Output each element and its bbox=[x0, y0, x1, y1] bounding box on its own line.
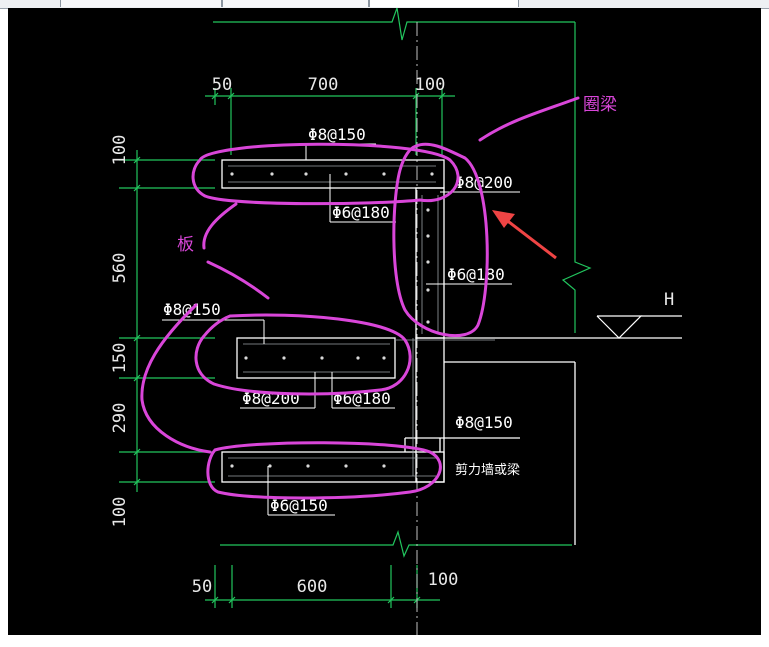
dim-bottom-600: 600 bbox=[297, 577, 328, 597]
label-leaders bbox=[162, 143, 520, 516]
elevation-marker bbox=[596, 315, 682, 339]
concrete-outline bbox=[221, 159, 682, 545]
tab-drawing-2[interactable] bbox=[222, 0, 369, 7]
dim-left-560: 560 bbox=[110, 253, 130, 284]
dim-top-100: 100 bbox=[415, 75, 446, 95]
markup-circles bbox=[140, 96, 580, 500]
label-wall-inner-bar: Φ6@180 bbox=[447, 265, 505, 284]
label-top-slab-top-bar: Φ8@150 bbox=[308, 125, 366, 144]
annotation-slab: 板 bbox=[177, 235, 194, 255]
dim-left-100-top: 100 bbox=[110, 135, 130, 166]
label-bottom-slab-dist-bar: Φ6@150 bbox=[270, 496, 328, 515]
label-top-slab-dist-bar: Φ6@180 bbox=[332, 203, 390, 222]
label-wall-outer-bar: Φ8@200 bbox=[455, 173, 513, 192]
tab-drawing-3-active[interactable] bbox=[369, 0, 519, 7]
dim-left-100-bottom: 100 bbox=[110, 497, 130, 528]
dim-bottom-50: 50 bbox=[192, 577, 212, 597]
label-elevation-h: H bbox=[664, 290, 674, 310]
dim-top-50: 50 bbox=[212, 75, 232, 95]
annotation-ring-beam: 圈梁 bbox=[583, 95, 617, 115]
cad-drawing-canvas[interactable]: 50 700 100 50 600 100 100 560 150 290 10… bbox=[8, 8, 761, 635]
dim-top-700: 700 bbox=[308, 75, 339, 95]
rebar-lines bbox=[228, 165, 495, 477]
dim-left-290: 290 bbox=[110, 403, 130, 434]
red-arrow-annotation bbox=[492, 210, 557, 260]
tab-drawing-1[interactable] bbox=[60, 0, 222, 7]
dim-bottom-100: 100 bbox=[428, 570, 459, 590]
dim-left-150: 150 bbox=[110, 343, 130, 374]
label-wall-lower-bar: Φ8@150 bbox=[455, 413, 513, 432]
rebar-dots bbox=[230, 172, 434, 468]
structural-detail-drawing: 50 700 100 50 600 100 100 560 150 290 10… bbox=[110, 8, 682, 635]
label-shear-wall-or-beam: 剪力墙或梁 bbox=[455, 462, 520, 478]
